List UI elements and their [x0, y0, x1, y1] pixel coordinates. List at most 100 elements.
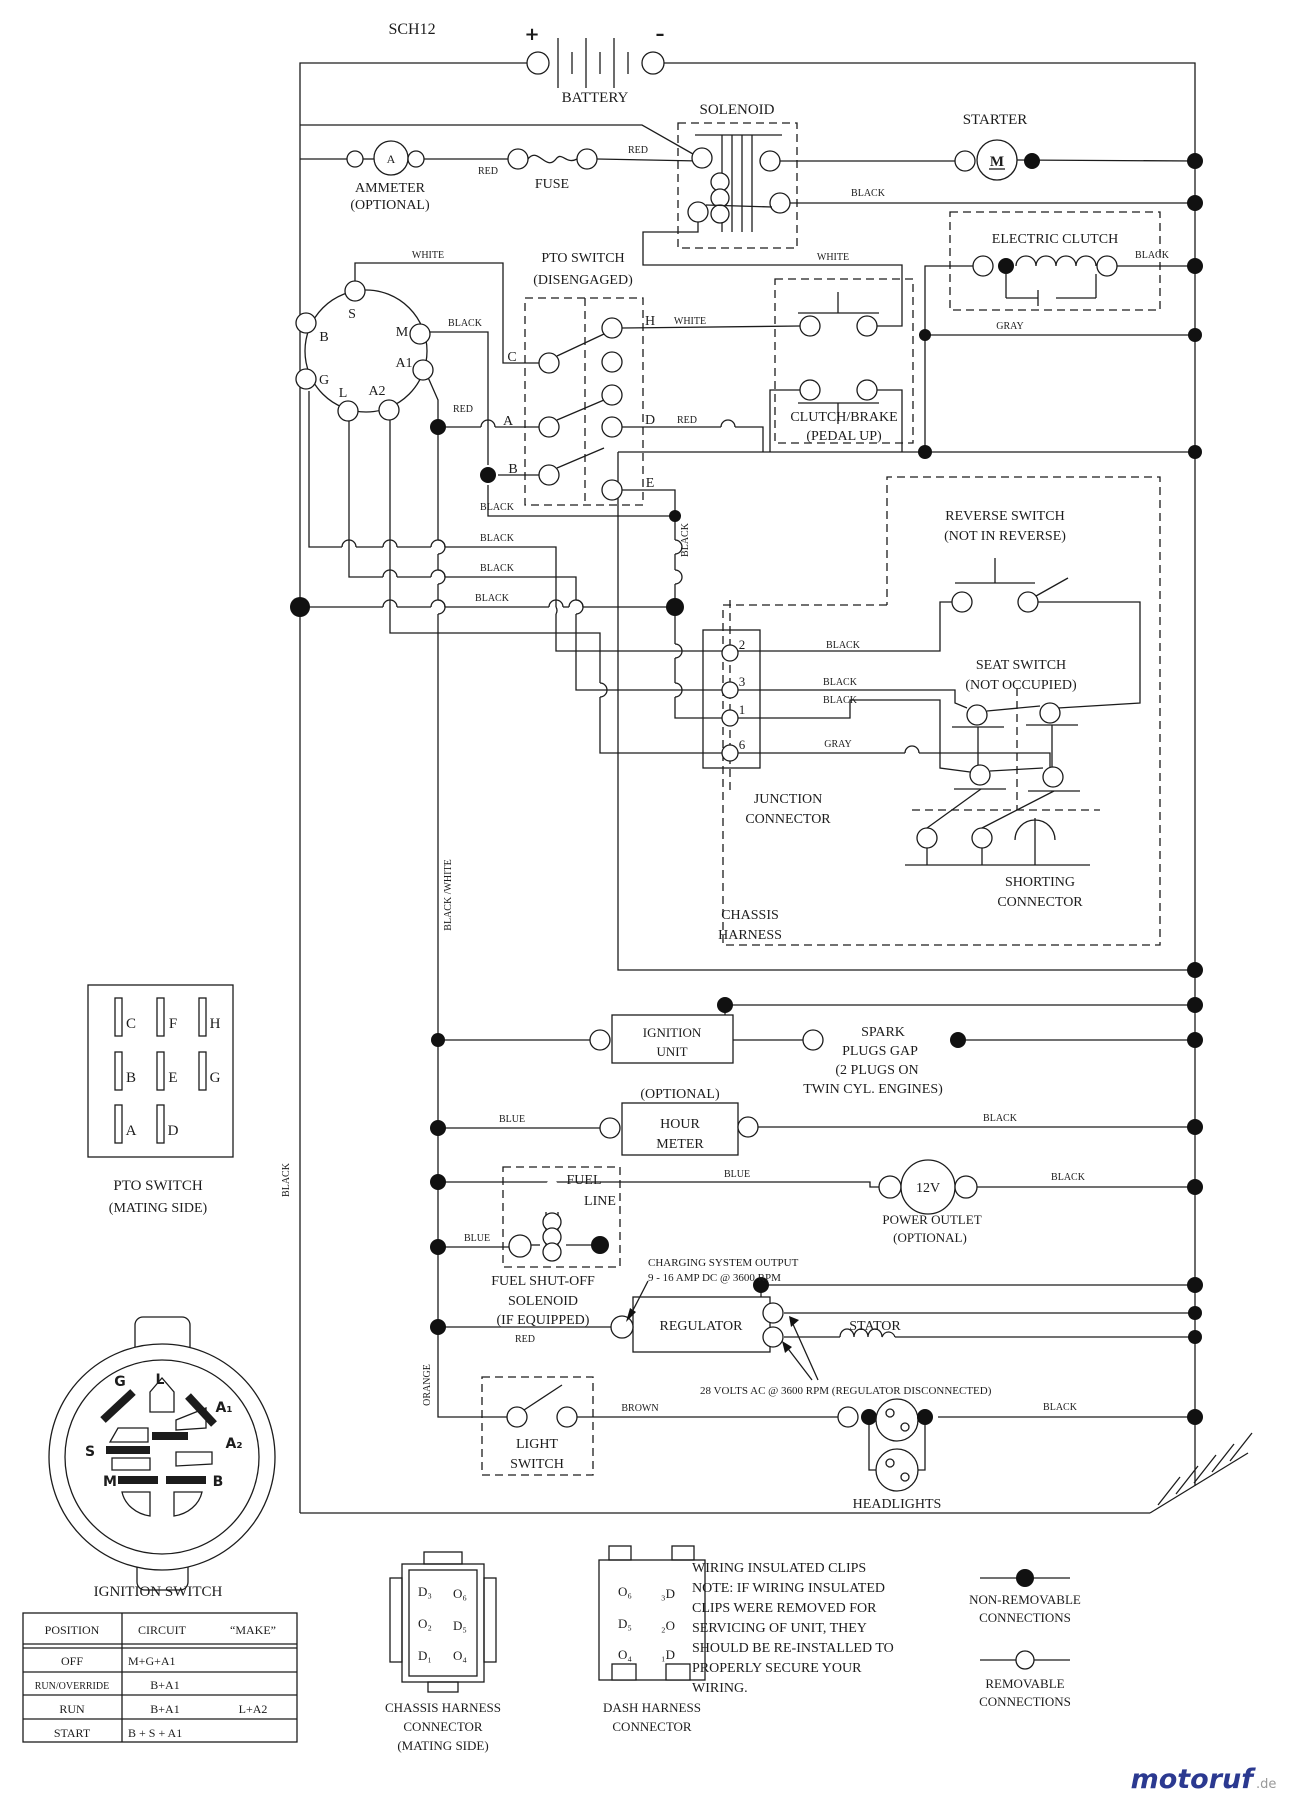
key-terminal-g: G [319, 373, 329, 388]
charging-label-2: 9 - 16 AMP DC @ 3600 RPM [648, 1272, 781, 1284]
light-switch-symbol [506, 1384, 578, 1428]
starter-label: STARTER [963, 112, 1028, 128]
wire-label-black-m: BLACK [448, 318, 483, 329]
battery-plus: + [524, 24, 539, 45]
symbols [290, 38, 1253, 1506]
wire-label-black-l4: BLACK [475, 593, 510, 604]
light-switch-label-1: LIGHT [516, 1437, 558, 1452]
power-outlet-label-2: (OPTIONAL) [893, 1230, 967, 1245]
pto-terminal-a: A [503, 414, 514, 429]
wire-label-black-p1: BLACK [823, 695, 858, 706]
conn-terminal-m: M [103, 1474, 117, 1490]
junction-pin-3: 3 [739, 674, 746, 689]
power-outlet-symbol-label: 12V [916, 1181, 940, 1196]
legend-non-removable-1: NON-REMOVABLE [969, 1592, 1081, 1607]
dash-pin-o6: O₆ [618, 1584, 632, 1599]
spark-plug-terminal [802, 1029, 824, 1051]
wires [299, 62, 1249, 1514]
dash-connector-label-1: DASH HARNESS [603, 1700, 701, 1715]
chassis-harness-label-1: CHASSIS [721, 908, 779, 923]
pto-mating-pin-a: A [126, 1123, 137, 1139]
dash-connector-label-2: CONNECTOR [612, 1719, 692, 1734]
spark-label-2: PLUGS GAP [842, 1044, 918, 1059]
pto-switch-box [524, 297, 644, 506]
regulator-label: REGULATOR [660, 1319, 744, 1334]
regulator-symbol [610, 1277, 896, 1381]
svg-text:SERVICING OF UNIT, THEY: SERVICING OF UNIT, THEY [692, 1621, 867, 1636]
wiring-note: WIRING INSULATED CLIPS NOTE: IF WIRING I… [692, 1561, 894, 1696]
svg-text:NOTE: IF WIRING INSULATED: NOTE: IF WIRING INSULATED [692, 1581, 885, 1596]
wire-label-black-bus: BLACK [281, 1162, 292, 1197]
solenoid-symbol [687, 134, 791, 232]
junction-connector-box [702, 629, 761, 769]
key-terminal-s: S [348, 307, 356, 322]
dash-pin-1d: ₁D [661, 1647, 675, 1662]
shorting-label-2: CONNECTOR [997, 895, 1083, 910]
pto-terminal-e: E [646, 476, 655, 491]
headlights-symbol [837, 1398, 933, 1492]
svg-text:WIRING INSULATED CLIPS: WIRING INSULATED CLIPS [692, 1561, 866, 1576]
dash-pin-2o: ₂O [661, 1618, 675, 1633]
wire-label-white-h: WHITE [674, 316, 706, 327]
pto-terminal-d: D [645, 413, 655, 428]
dash-connector-drawing [598, 1545, 706, 1681]
pto-terminal-c: C [507, 350, 516, 365]
wire-label-white-1: WHITE [412, 250, 444, 261]
ignition-key-symbol [295, 280, 434, 422]
power-outlet-label-1: POWER OUTLET [882, 1212, 981, 1227]
wire-label-blue-hm: BLUE [499, 1114, 525, 1125]
table-header-circuit: CIRCUIT [138, 1623, 187, 1637]
key-terminal-l: L [339, 386, 348, 401]
conn-terminal-a1: A₁ [216, 1400, 233, 1416]
wire-label-black-hl: BLACK [1043, 1402, 1078, 1413]
table-row-off: OFF [61, 1654, 83, 1668]
conn-terminal-a2: A₂ [226, 1436, 243, 1452]
hour-meter-label-1: HOUR [660, 1117, 700, 1132]
junction-pins [721, 644, 739, 762]
chassis-connector-drawing [389, 1551, 497, 1693]
table-row-run-circuit: B+A1 [150, 1702, 179, 1716]
wire-label-red-reg: RED [515, 1334, 535, 1345]
wire-label-black-e: BLACK [680, 522, 691, 557]
fuel-line-box [502, 1166, 621, 1268]
wire-label-red-1: RED [478, 166, 498, 177]
watermark-brand: motoruf [1131, 1764, 1257, 1795]
svg-text:SHOULD BE RE-INSTALLED TO: SHOULD BE RE-INSTALLED TO [692, 1641, 894, 1656]
wire-label-white-2: WHITE [817, 252, 849, 263]
junction-pin-1: 1 [739, 702, 746, 717]
solenoid-label: SOLENOID [700, 102, 775, 118]
junction-label-1: JUNCTION [754, 792, 822, 807]
wire-label-black-hm: BLACK [983, 1113, 1018, 1124]
table-row-runoverride: RUN/OVERRIDE [35, 1681, 109, 1692]
wire-label-black-clutch: BLACK [1135, 250, 1170, 261]
wire-label-orange: ORANGE [422, 1364, 433, 1406]
table-row-start-circuit: B + S + A1 [128, 1726, 182, 1740]
chassis-harness-boundary [722, 476, 1161, 946]
wire-label-black-p2: BLACK [826, 640, 861, 651]
shorting-connector-symbol [916, 819, 1056, 849]
pto-mating-pin-h: H [210, 1016, 221, 1032]
clutch-brake-label-2: (PEDAL UP) [806, 429, 882, 444]
chassis-pin-o6: O₆ [453, 1586, 467, 1601]
starter-motor-letter: M [990, 154, 1004, 170]
key-terminal-b: B [319, 330, 328, 345]
ammeter-symbol [346, 140, 425, 176]
spark-label-1: SPARK [861, 1025, 905, 1040]
non-removable-dot-icon [1016, 1569, 1034, 1587]
ignition-unit-label-2: UNIT [656, 1044, 687, 1059]
hour-meter-note: (OPTIONAL) [640, 1087, 720, 1102]
electric-clutch-label: ELECTRIC CLUTCH [992, 232, 1118, 247]
seat-switch-label-2: (NOT OCCUPIED) [965, 678, 1077, 693]
wire-label-blue-fs: BLUE [464, 1233, 490, 1244]
wire-label-black-l1: BLACK [480, 502, 515, 513]
svg-text:PROPERLY SECURE YOUR: PROPERLY SECURE YOUR [692, 1661, 862, 1676]
legend-removable-2: CONNECTIONS [979, 1694, 1071, 1709]
ammeter-label: AMMETER [355, 181, 426, 196]
conn-terminal-g: G [114, 1374, 126, 1390]
wire-hops [341, 419, 920, 754]
wire-label-black-p3: BLACK [823, 677, 858, 688]
stator-label: STATOR [849, 1319, 901, 1334]
ignition-unit-box [611, 1014, 734, 1064]
reverse-switch-symbol [951, 558, 1069, 613]
